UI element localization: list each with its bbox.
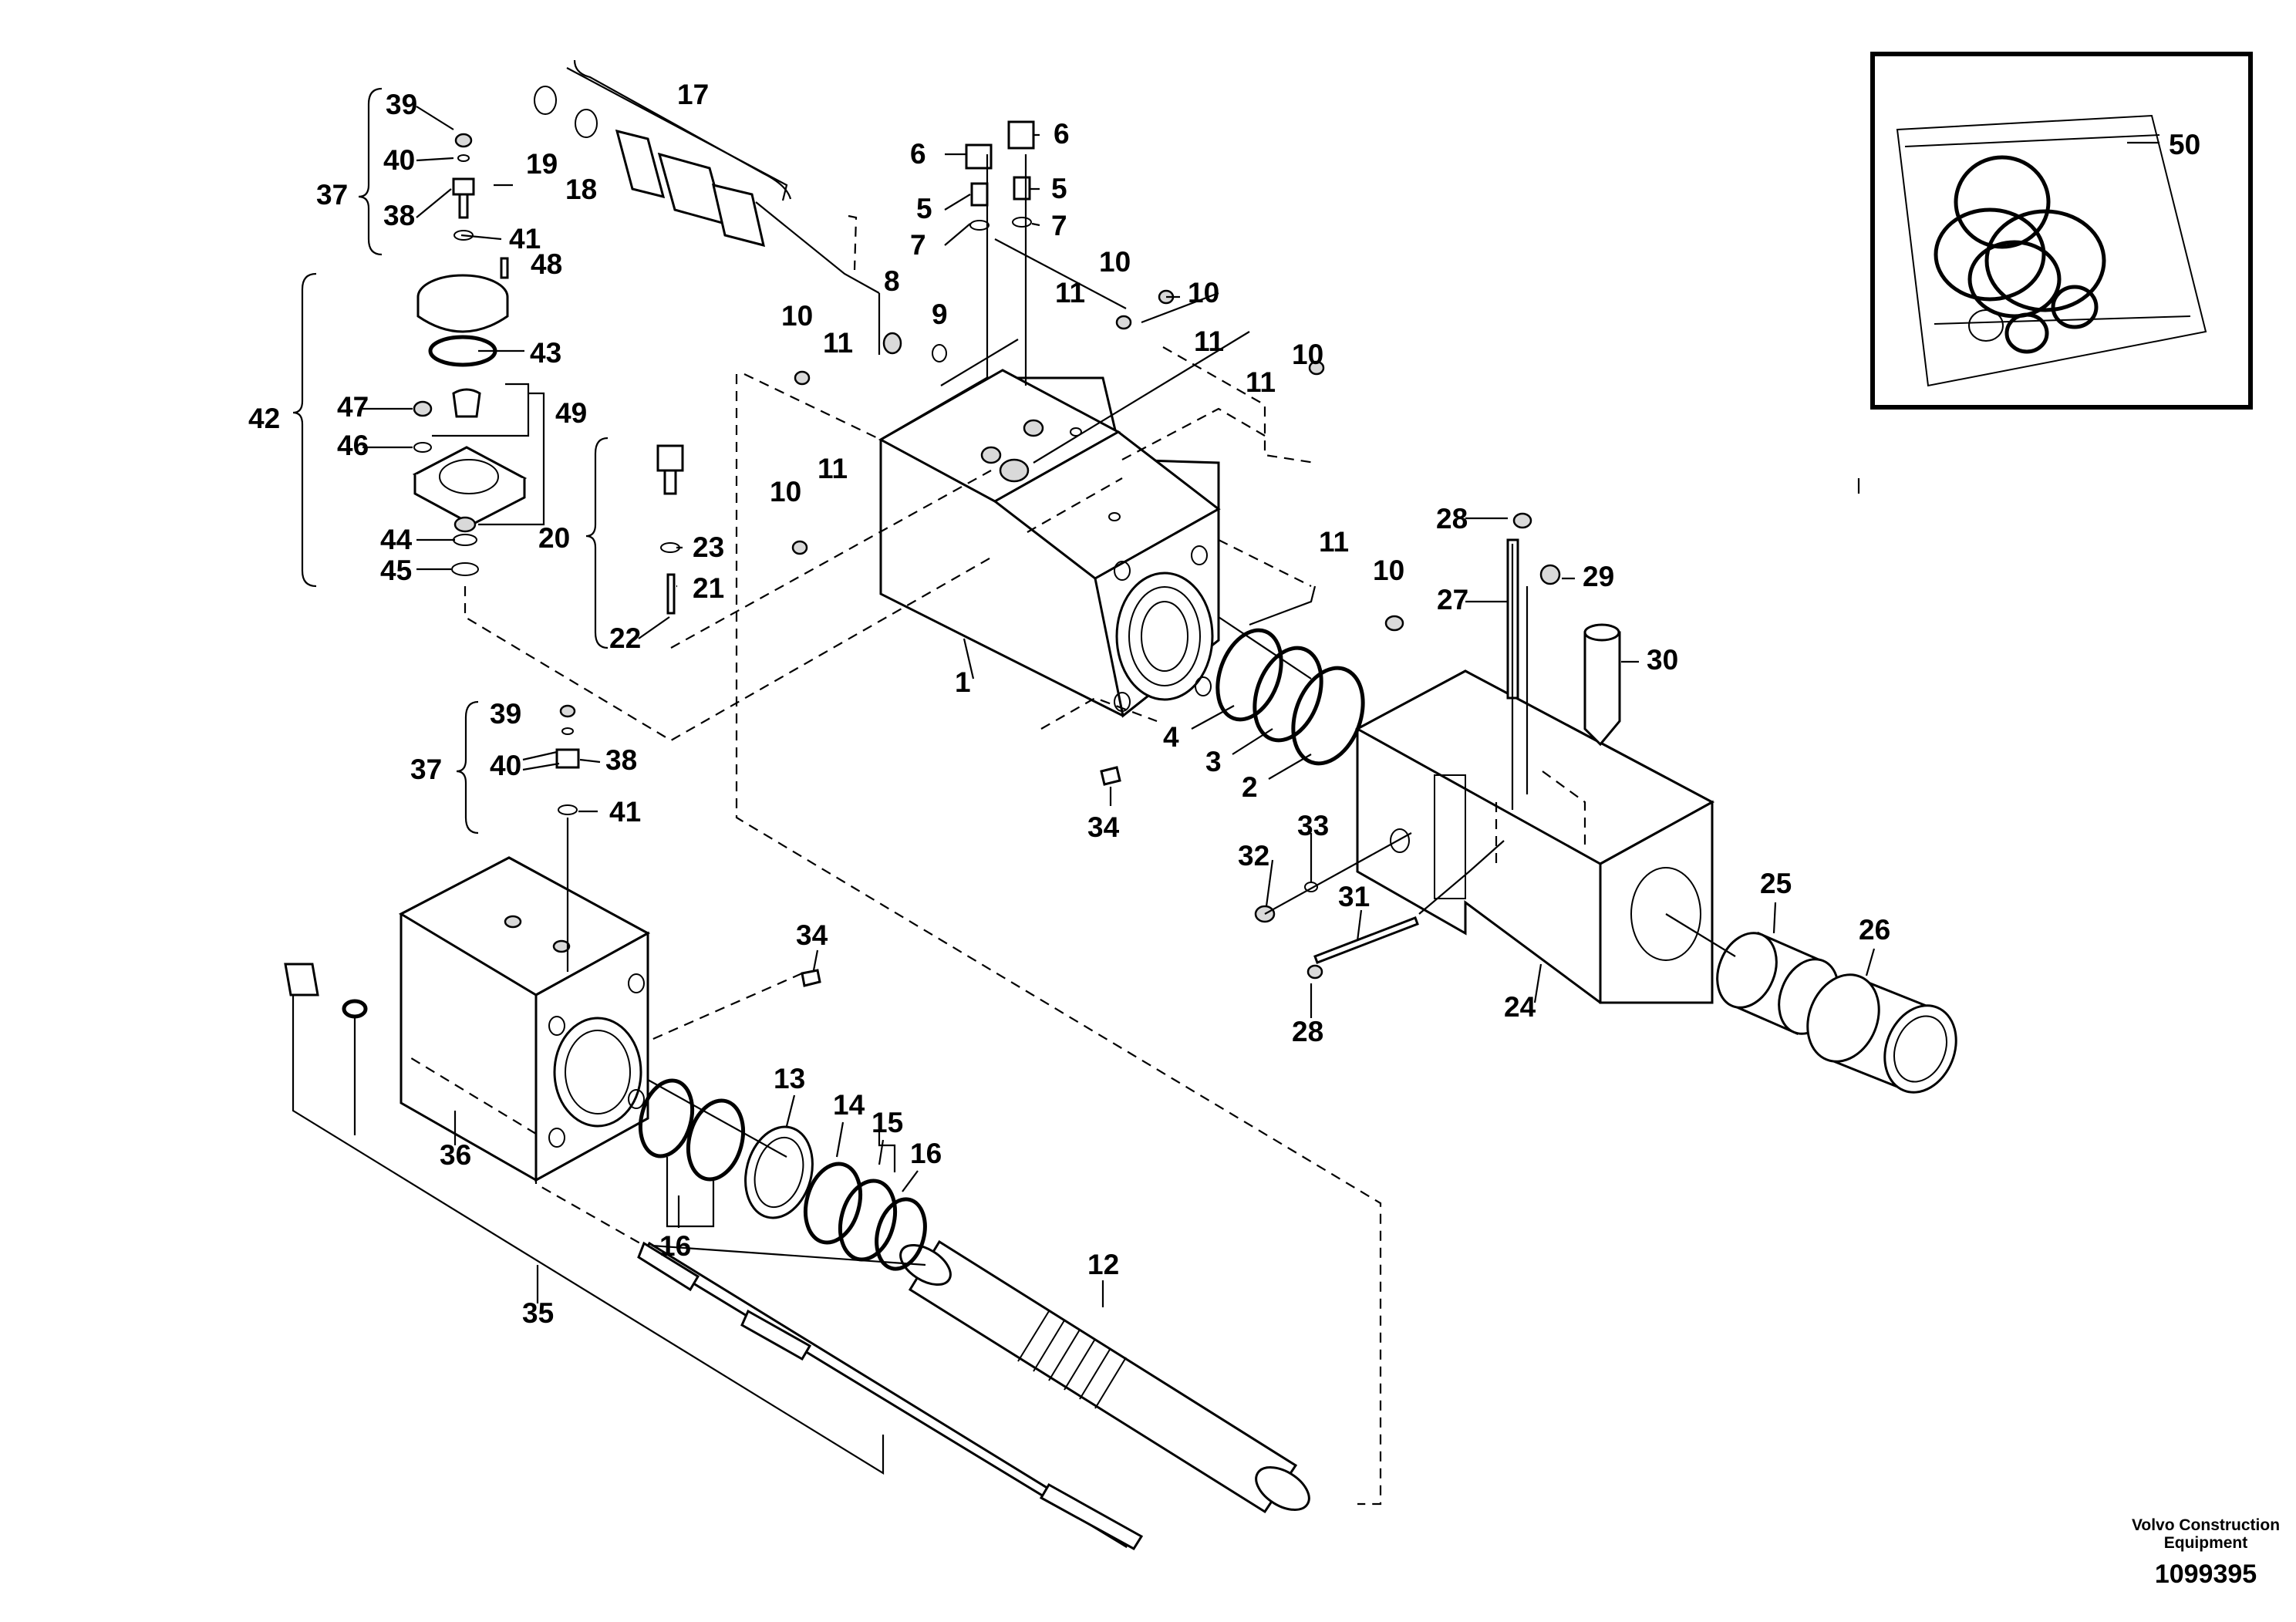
seal-kit-inset	[1870, 52, 2253, 410]
callout-11f: 11	[1319, 526, 1349, 558]
callout-ticks	[362, 106, 1876, 1307]
callout-44: 44	[380, 524, 413, 555]
callout-1: 1	[955, 666, 971, 698]
callout-46: 46	[337, 430, 369, 461]
callout-16b: 16	[910, 1138, 942, 1169]
callout-40a: 40	[383, 144, 415, 176]
callout-24: 24	[1504, 991, 1536, 1023]
callout-29: 29	[1583, 561, 1614, 592]
callout-43: 43	[530, 337, 561, 369]
callout-7b: 7	[1051, 210, 1067, 241]
spool-rod	[637, 1241, 1144, 1550]
seal-rings	[638, 628, 1365, 1271]
callout-32: 32	[1238, 840, 1269, 872]
callout-31: 31	[1338, 881, 1370, 912]
callout-18: 18	[565, 174, 597, 205]
callout-40b: 40	[490, 750, 521, 781]
callout-13: 13	[774, 1063, 805, 1094]
callout-6b: 6	[1054, 118, 1070, 150]
callout-11e: 11	[818, 453, 848, 484]
assembly-dashed-lines	[408, 214, 1586, 1506]
callout-39a: 39	[386, 89, 417, 120]
callout-49: 49	[555, 397, 587, 429]
callout-20: 20	[538, 522, 570, 554]
callout-17: 17	[677, 79, 709, 110]
callout-11d: 11	[1246, 366, 1276, 398]
callout-11a: 11	[823, 327, 853, 359]
callout-10c: 10	[1188, 277, 1219, 309]
callout-28b: 28	[1292, 1016, 1323, 1047]
callout-34b: 34	[796, 919, 828, 951]
leader-lines	[292, 67, 1860, 1475]
callout-9: 9	[932, 298, 948, 330]
callout-45: 45	[380, 555, 412, 586]
callout-39b: 39	[490, 698, 521, 730]
callout-3: 3	[1205, 746, 1222, 777]
control-cap-assembly	[412, 257, 528, 576]
callout-50: 50	[2169, 129, 2200, 160]
document-number: 1099395	[2155, 1560, 2257, 1589]
main-housing	[878, 369, 1221, 718]
bushings	[1716, 931, 1957, 1094]
callout-27: 27	[1437, 584, 1468, 615]
sleeve-12	[899, 1239, 1310, 1514]
callout-38b: 38	[605, 744, 637, 776]
callout-10e: 10	[770, 476, 801, 508]
callout-23: 23	[693, 531, 724, 563]
callout-41b: 41	[609, 796, 641, 828]
small-hardware	[284, 86, 1561, 1019]
callout-10f: 10	[1373, 555, 1404, 586]
callout-41a: 41	[509, 223, 541, 255]
callout-21: 21	[693, 572, 724, 604]
callout-42: 42	[248, 403, 280, 434]
callout-16a: 16	[659, 1230, 691, 1262]
callout-26: 26	[1859, 914, 1890, 946]
callout-37a: 37	[316, 179, 348, 211]
callout-38a: 38	[383, 200, 415, 231]
brand-line-1: Volvo Construction	[2132, 1516, 2280, 1534]
callout-10b: 10	[1099, 246, 1131, 278]
callout-2: 2	[1242, 771, 1258, 803]
callout-19: 19	[526, 148, 558, 180]
callout-11c: 11	[1194, 325, 1224, 357]
callout-15: 15	[872, 1107, 903, 1138]
callout-12: 12	[1087, 1249, 1119, 1280]
callout-28a: 28	[1436, 503, 1468, 534]
callout-22: 22	[609, 622, 641, 654]
callout-47: 47	[337, 391, 369, 423]
callout-25: 25	[1760, 868, 1792, 899]
callout-5b: 5	[1051, 173, 1067, 204]
callout-37b: 37	[410, 754, 442, 785]
callout-14: 14	[833, 1089, 865, 1121]
callout-34a: 34	[1087, 811, 1120, 843]
callout-11b: 11	[1055, 277, 1085, 309]
callout-7a: 7	[910, 229, 926, 261]
callout-10a: 10	[781, 300, 813, 332]
callout-33: 33	[1297, 810, 1329, 841]
callout-5a: 5	[916, 193, 932, 224]
callout-8: 8	[884, 265, 900, 297]
front-housing	[398, 856, 651, 1182]
braces	[292, 59, 792, 835]
callout-48: 48	[531, 248, 562, 280]
brand-line-2: Equipment	[2164, 1534, 2248, 1552]
callout-10d: 10	[1292, 339, 1323, 370]
callout-30: 30	[1647, 644, 1678, 676]
callout-4: 4	[1163, 721, 1179, 753]
rear-housing	[1354, 669, 1715, 1004]
callout-6a: 6	[910, 138, 926, 170]
